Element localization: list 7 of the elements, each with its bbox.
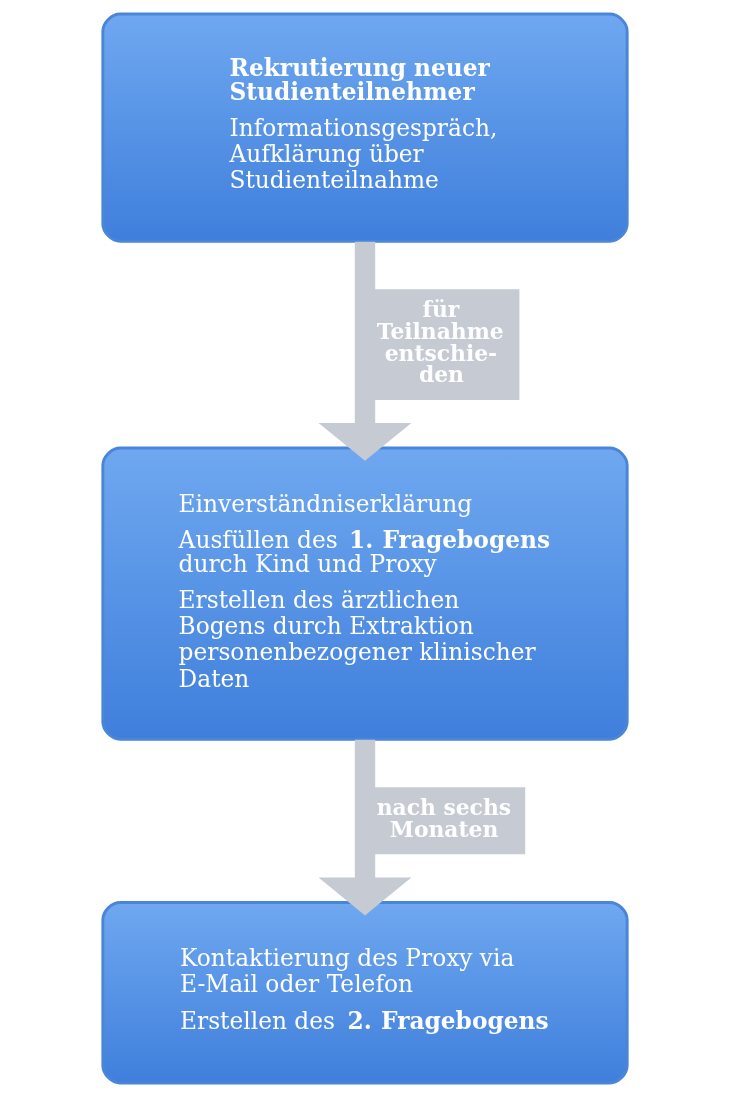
node-box: Einverständniserklärung Ausfüllen des 1. Fragebogens durch Kind und Proxy Erstellen des ärztlichen Bogens durch Extraktion personenbezogener klinischer Daten [100,446,629,741]
edge-label: für Teilnahme entschie- den [376,295,504,388]
node-box: Kontaktierung des Proxy via E-Mail oder Telefon Erstellen des 2. Fragebogens [100,900,629,1085]
arrow [318,739,411,916]
arrow [318,241,411,461]
node-box: Rekrutierung neuer Studienteilnehmer Informationsgespräch, Aufklärung über Studienteilnahme [100,12,629,243]
edge-label: nach sechs Monaten [376,794,511,842]
